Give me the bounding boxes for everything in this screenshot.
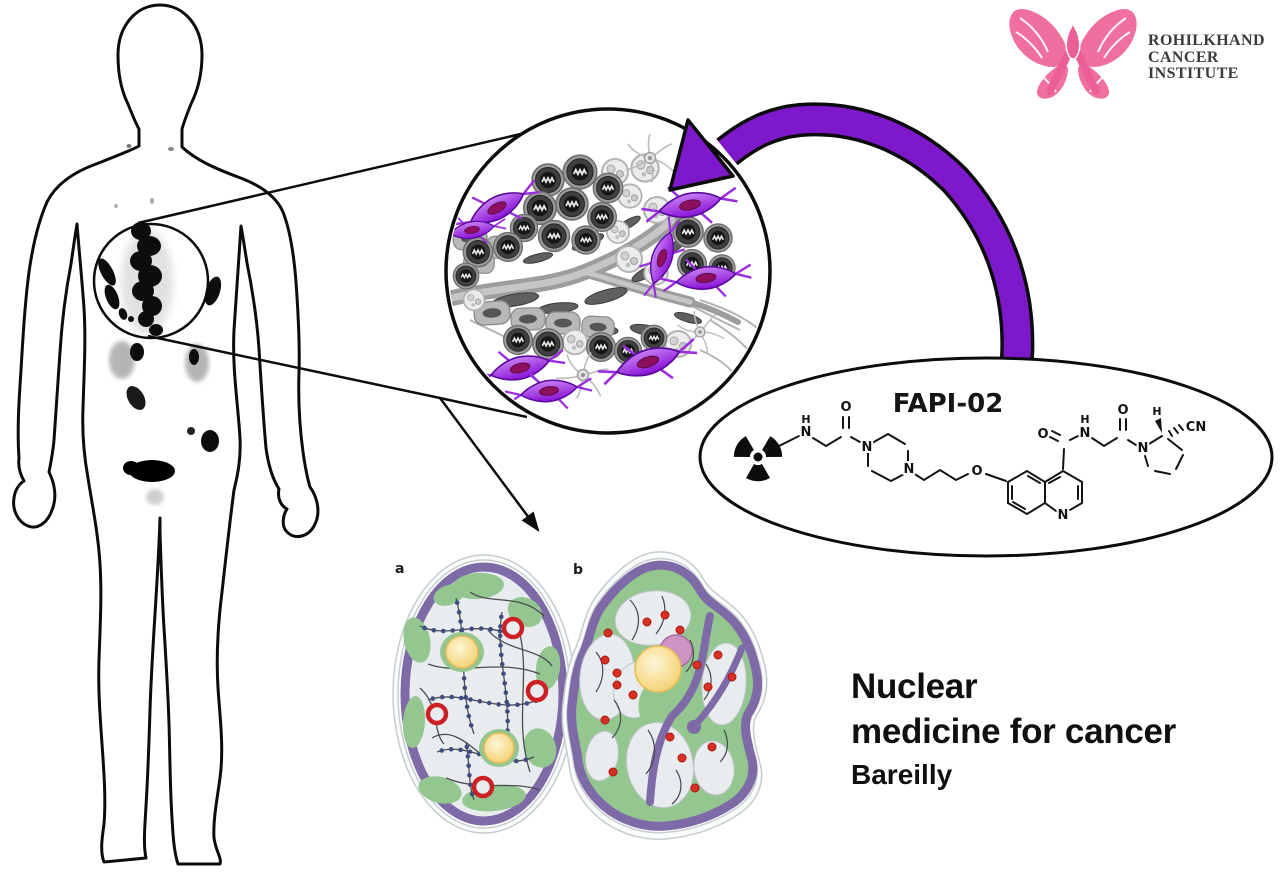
svg-text:N: N	[801, 425, 812, 440]
molecule-bonds	[772, 416, 1184, 516]
molecule-panel: FAPI-02	[698, 356, 1274, 558]
svg-text:O: O	[1037, 427, 1048, 442]
cell-b-thin-lines	[595, 595, 729, 805]
cell-b-nucleus	[634, 645, 682, 693]
caption-line1: Nuclear	[851, 667, 978, 706]
body-outline	[12, 3, 320, 866]
cell-diagram-b: b	[561, 551, 768, 841]
panel-label-b: b	[573, 562, 583, 578]
arrowhead	[668, 118, 735, 192]
svg-text:N: N	[904, 462, 915, 477]
poster-caption: Nuclear medicine for cancer Bareilly	[851, 664, 1176, 794]
cell-a-inhibitor-rings	[425, 616, 549, 799]
logo-text: ROHILKHAND CANCER INSTITUTE	[1148, 32, 1265, 83]
cell-diagram-a: a	[392, 554, 576, 834]
caption-line2: medicine for cancer	[851, 712, 1176, 751]
molecule-title: FAPI-02	[893, 389, 1004, 419]
svg-text:O: O	[971, 464, 982, 479]
logo-org-line3: INSTITUTE	[1148, 65, 1239, 82]
blood-vessel	[449, 199, 741, 325]
callout-arrow-to-cells	[438, 397, 540, 533]
logo-org-line1: ROHILKHAND	[1148, 32, 1265, 49]
tumor-microenvironment-circle	[444, 107, 772, 435]
svg-text:CN: CN	[1186, 420, 1206, 435]
radioactive-icon	[733, 436, 783, 482]
svg-text:N: N	[1138, 441, 1149, 456]
panel-label-a: a	[395, 561, 404, 577]
chest-highlight-circle	[92, 222, 210, 340]
body-figure	[12, 3, 320, 866]
cell-b-membrane-channels	[646, 612, 746, 806]
molecule-atom-labels: H N O N N O O H N O N N H CN	[799, 398, 1209, 525]
svg-text:H: H	[801, 413, 810, 426]
uptake-arrow	[668, 102, 1035, 359]
callout-lines	[137, 131, 540, 533]
svg-text:N: N	[1080, 426, 1091, 441]
logo-org-line2: CANCER	[1148, 48, 1219, 66]
caption-line3: Bareilly	[851, 759, 953, 790]
svg-text:O: O	[1117, 403, 1128, 418]
cell-a-nuclei	[440, 632, 519, 767]
pet-scan-uptake-spots	[98, 144, 222, 505]
svg-text:H: H	[1152, 405, 1161, 418]
cell-b-tracer-dots	[600, 610, 737, 793]
svg-text:N: N	[862, 440, 873, 455]
callout-line-top	[137, 131, 526, 225]
awareness-ribbon-icon	[1046, 22, 1100, 95]
butterfly-logo-icon	[1009, 8, 1137, 99]
svg-text:H: H	[1080, 413, 1089, 426]
svg-text:O: O	[840, 400, 851, 415]
svg-text:N: N	[1058, 508, 1069, 523]
